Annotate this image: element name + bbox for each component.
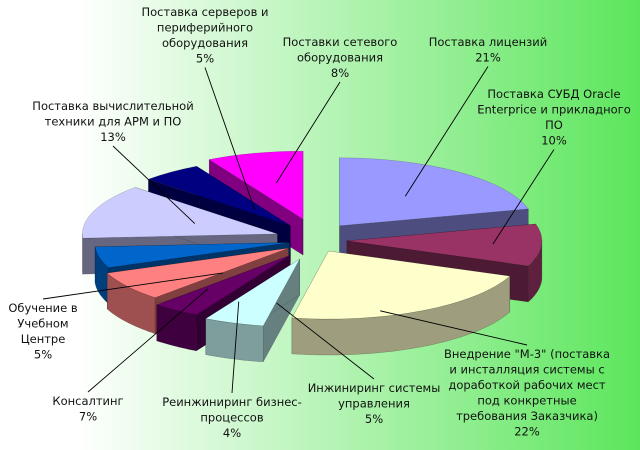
pie-slice (205, 258, 301, 363)
leader-line (276, 81, 341, 184)
leader-line (112, 145, 196, 224)
leader-line (380, 310, 528, 346)
leader-line (492, 149, 555, 245)
leader-line (404, 66, 489, 197)
leader-line (276, 302, 375, 380)
leader-line (42, 272, 224, 300)
leader-line (87, 288, 209, 393)
leader-line (231, 301, 240, 394)
pie-slices (82, 150, 543, 363)
leader-line (204, 67, 256, 210)
leader-lines (42, 66, 555, 394)
